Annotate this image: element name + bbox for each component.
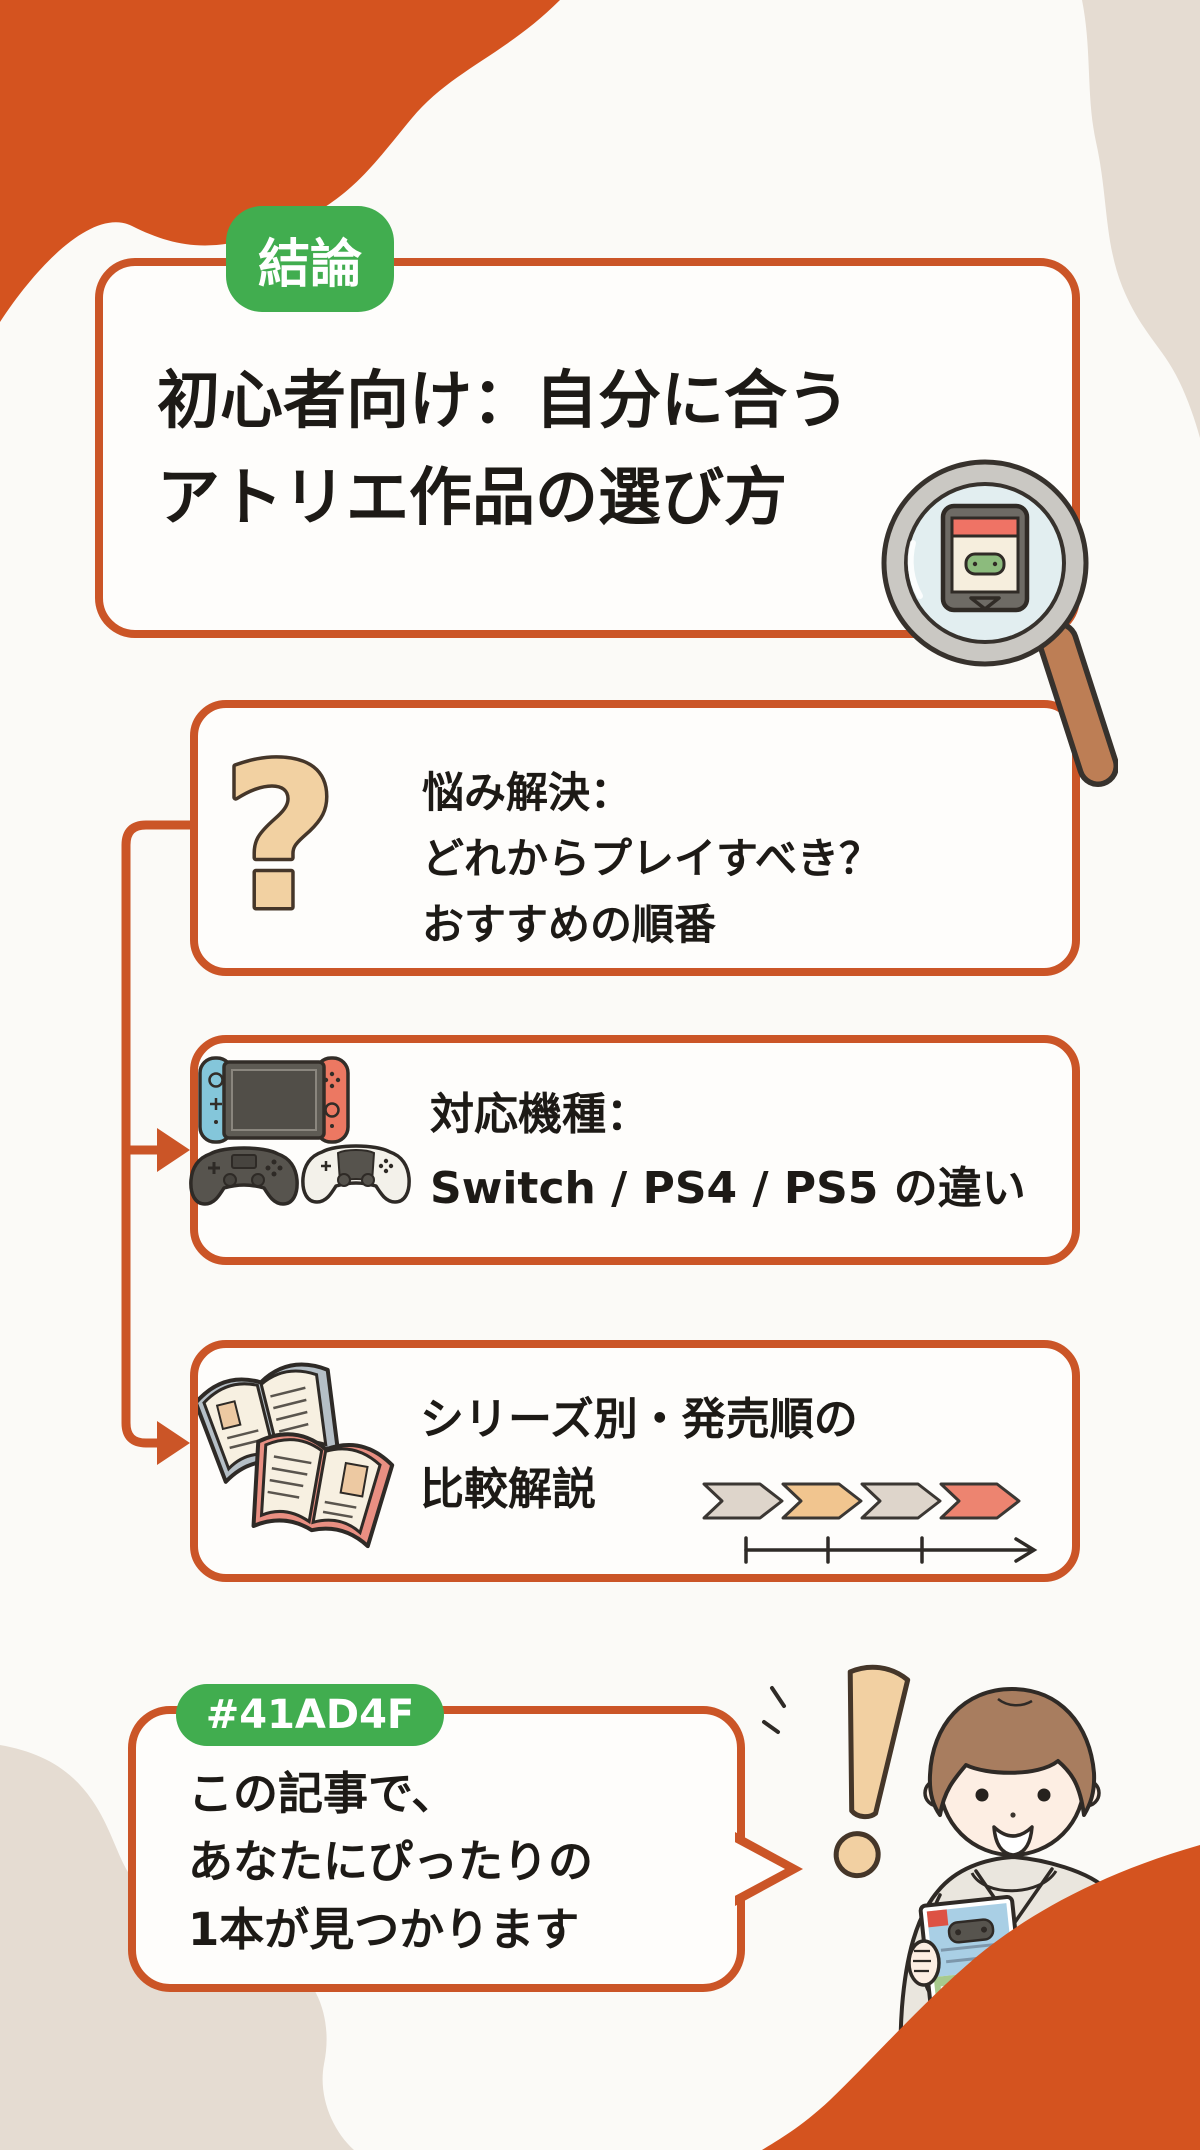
question-mark-icon: ? [218, 735, 341, 950]
switch-console-icon [198, 1056, 350, 1144]
series-line1: シリーズ別・発売順の [420, 1394, 858, 1445]
hashtag-badge: #41AD4F [176, 1684, 444, 1746]
series-line2: 比較解説 [420, 1464, 596, 1515]
worry-line2: どれからプレイすべき？ [422, 834, 882, 883]
ps4-controller-icon [189, 1146, 299, 1206]
hashtag-badge-label: #41AD4F [205, 1692, 415, 1738]
takeaway-line3: 1本が見つかります [188, 1903, 580, 1956]
page-title-line1: 初心者向け：自分に合う [157, 364, 850, 437]
connector-lines [121, 820, 197, 1448]
conclusion-badge: 結論 [226, 206, 394, 312]
page-title-line2: アトリエ作品の選び方 [157, 461, 787, 534]
arrowhead-box3 [157, 1128, 190, 1172]
release-order-chevrons [702, 1482, 1038, 1564]
arrowhead-box4 [157, 1421, 190, 1465]
blob-top-right [1082, 0, 1200, 438]
takeaway-line2: あなたにぴったりの [188, 1835, 594, 1888]
series-text: シリーズ別・発売順の 比較解説 [420, 1385, 858, 1525]
takeaway-text: この記事で、 あなたにぴったりの 1本が見つかります [188, 1760, 593, 1964]
worry-line1: 悩み解決： [422, 768, 633, 817]
question-mark-glyph: ? [222, 735, 338, 950]
takeaway-line1: この記事で、 [188, 1767, 457, 1820]
worry-text: 悩み解決： どれからプレイすべき？ おすすめの順番 [422, 760, 881, 958]
open-books-icon [198, 1362, 395, 1549]
boy-with-game-illustration [898, 1687, 1153, 2150]
platforms-line1: 対応機種： [430, 1089, 650, 1140]
platforms-line2: Switch / PS4 / PS5 の違い [430, 1163, 1026, 1214]
ps5-controller-icon [301, 1144, 411, 1204]
magnifier-cartridge-icon [881, 459, 1118, 787]
worry-line3: おすすめの順番 [422, 900, 717, 949]
page-title: 初心者向け：自分に合う アトリエ作品の選び方 [157, 352, 850, 546]
platforms-text: 対応機種： Switch / PS4 / PS5 の違い [430, 1078, 1026, 1226]
conclusion-badge-label: 結論 [257, 234, 362, 295]
